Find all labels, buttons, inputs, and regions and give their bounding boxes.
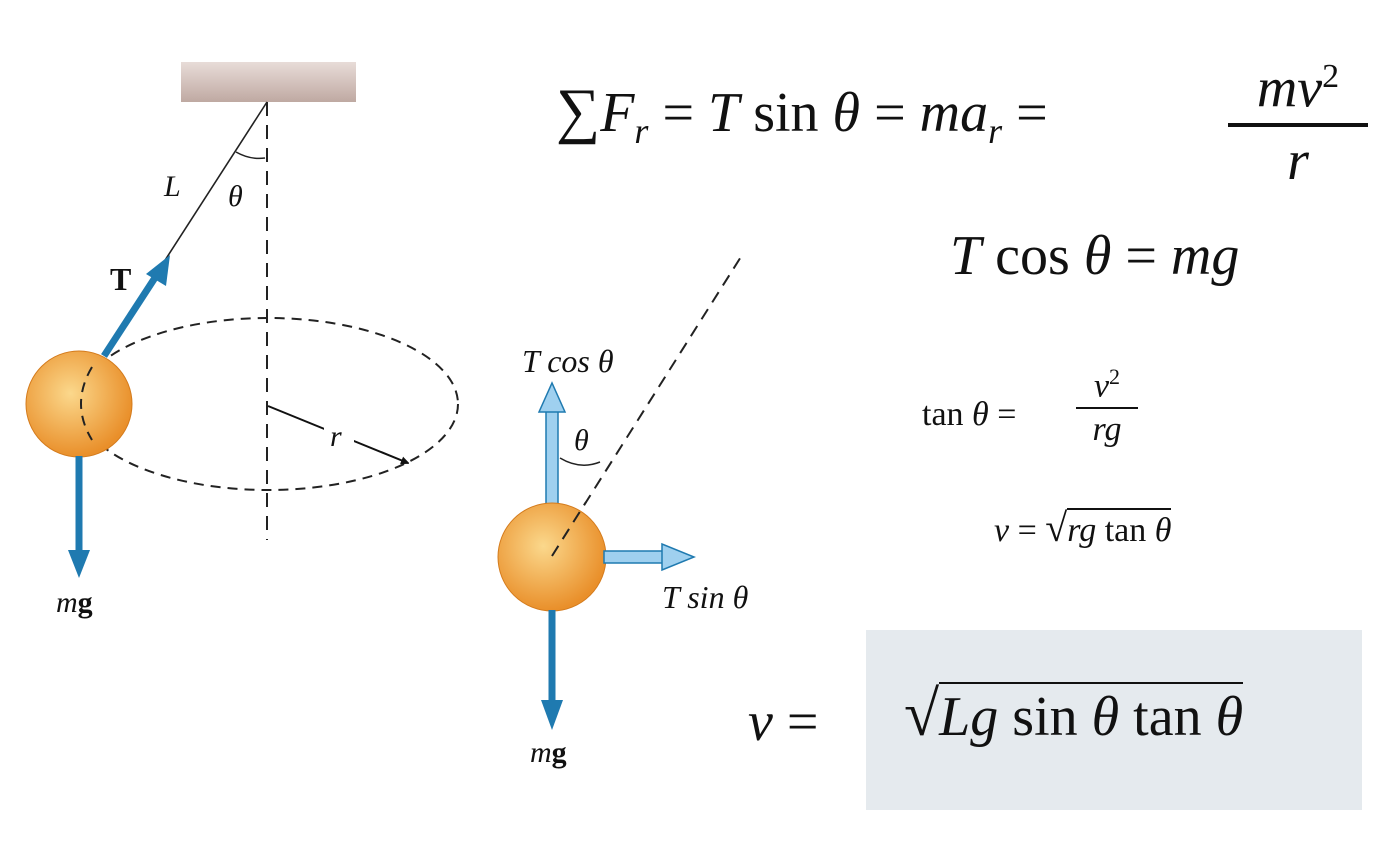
vertical-component-label: T cos θ — [522, 343, 614, 379]
vertical-component-vector — [545, 409, 559, 515]
eq1-F: F — [600, 82, 635, 144]
angle-arc-fbd — [559, 457, 601, 466]
eq2-T: T — [950, 225, 982, 287]
eq1-sub-r2: r — [988, 111, 1003, 152]
radius-label: r — [330, 420, 342, 453]
eq3-denominator: rg — [1092, 411, 1122, 449]
eq3-numerator: v2 — [1093, 364, 1121, 405]
pendulum-string — [159, 101, 268, 269]
tangent-equation: tan θ = — [922, 398, 1016, 432]
angle-label-left: θ — [228, 180, 243, 213]
eq1-ma: ma — [919, 82, 989, 144]
horizontal-component-label: T sin θ — [662, 579, 748, 615]
eq2-equals: = — [1125, 225, 1157, 287]
tension-label: T — [110, 261, 131, 297]
eq1-theta: θ — [832, 82, 861, 144]
angle-label-fbd: θ — [574, 424, 589, 457]
eq1-numerator: mv2 — [1256, 57, 1340, 120]
tension-arrowhead — [146, 255, 170, 286]
eq5-radicand: Lg sin θ tan θ — [939, 682, 1244, 748]
eq2-cos: cos — [995, 225, 1070, 287]
ceiling-support — [181, 62, 356, 102]
weight-label-fbd: mg — [530, 736, 567, 769]
length-label: L — [163, 170, 181, 203]
eq1-T: T — [708, 82, 740, 144]
eq2-mg: mg — [1170, 225, 1240, 287]
angle-arc-left — [235, 151, 266, 160]
radial-force-equation: ∑Fr = T sin θ = mar = — [556, 80, 1048, 149]
eq3-tan: tan — [922, 396, 964, 433]
eq4-equals: = — [1017, 512, 1037, 549]
fbd-bob — [497, 502, 607, 612]
vertical-force-equation: T cos θ = mg — [950, 228, 1239, 284]
final-speed-equation-rhs: √Lg sin θ tan θ — [904, 682, 1244, 748]
eq3-equals: = — [997, 396, 1017, 433]
weight-label-left: mg — [56, 586, 93, 619]
weight-arrowhead-fbd — [541, 700, 563, 730]
horizontal-component-vector — [603, 550, 665, 564]
pendulum-bob — [25, 350, 133, 458]
eq5-v: v — [748, 691, 773, 753]
eq4-v: v — [994, 512, 1010, 549]
fbd-string-dashed — [551, 251, 745, 557]
eq3-fraction: v2 rg — [1076, 366, 1138, 447]
vertical-component-arrowhead — [537, 381, 567, 413]
eq3-theta: θ — [972, 396, 989, 433]
tension-vector — [101, 268, 163, 358]
eq1-equals-a: = — [662, 82, 695, 144]
horizontal-component-arrowhead — [661, 542, 696, 572]
eq5-equals: = — [786, 691, 819, 753]
eq4-radical-sign: √ — [1045, 505, 1068, 550]
eq1-sin: sin — [753, 82, 819, 144]
summation-symbol: ∑ — [556, 77, 601, 145]
eq2-theta: θ — [1083, 225, 1112, 287]
eq5-radical-sign: √ — [904, 678, 940, 749]
eq1-equals-b: = — [874, 82, 906, 144]
eq1-fraction: mv2 r — [1228, 60, 1368, 189]
final-speed-equation-lhs: v = — [748, 694, 818, 750]
speed-equation-rg: v = √rg tan θ — [994, 505, 1172, 550]
final-result-box — [866, 630, 1362, 810]
weight-arrowhead-left — [68, 550, 90, 578]
eq1-sub-r: r — [634, 111, 649, 152]
eq1-equals-c: = — [1016, 82, 1048, 144]
eq1-denominator: r — [1287, 129, 1309, 192]
eq4-radicand: rg tan θ — [1067, 508, 1172, 549]
